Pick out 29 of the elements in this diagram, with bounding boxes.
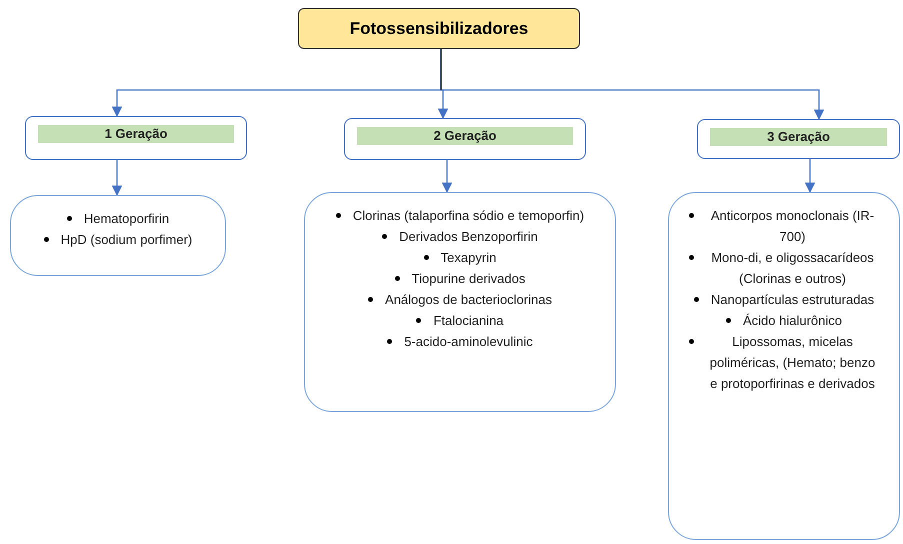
title-box [298, 8, 580, 49]
list-item: Ácido hialurônico [742, 312, 842, 330]
list-item: Clorinas (talaporfina sódio e temoporfin) [352, 207, 584, 225]
list-item: Derivados Benzoporfirin [399, 228, 538, 246]
list-item: Hematoporfirin [84, 210, 170, 228]
list-box [668, 192, 900, 540]
list-item: Anticorpos monoclonais (IR-700) [710, 207, 876, 246]
generation-label: 1 Geração [38, 125, 234, 143]
arrow [112, 160, 122, 196]
list-item: Mono-di, e oligossacarídeos (Clorinas e outros) [710, 249, 875, 288]
list-item: 5-acido-aminolevulinic [404, 333, 533, 351]
list-item: Análogos de bacterioclorinas [385, 291, 552, 309]
title-text: Fotossensibilizadores [350, 18, 528, 40]
list-item: HpD (sodium porfimer) [60, 231, 192, 249]
generation-label: 2 Geração [357, 127, 573, 145]
list-item: Lipossomas, micelas poliméricas, (Hemato; benzo e protoporfirinas e derivados [708, 333, 876, 393]
arrow [442, 160, 452, 194]
list-item: Texapyrin [440, 249, 496, 267]
generation-label: 3 Geração [710, 128, 887, 146]
list-item: Nanopartículas estruturadas [710, 291, 874, 309]
list-box [10, 195, 226, 276]
connector-stem [440, 49, 442, 90]
generation-box [697, 119, 900, 159]
list-box [304, 192, 616, 412]
list-item: Tiopurine derivados [412, 270, 526, 288]
list-item: Ftalocianina [433, 312, 504, 330]
generation-box [344, 118, 586, 160]
generation-box [25, 116, 247, 160]
arrow [804, 159, 816, 194]
